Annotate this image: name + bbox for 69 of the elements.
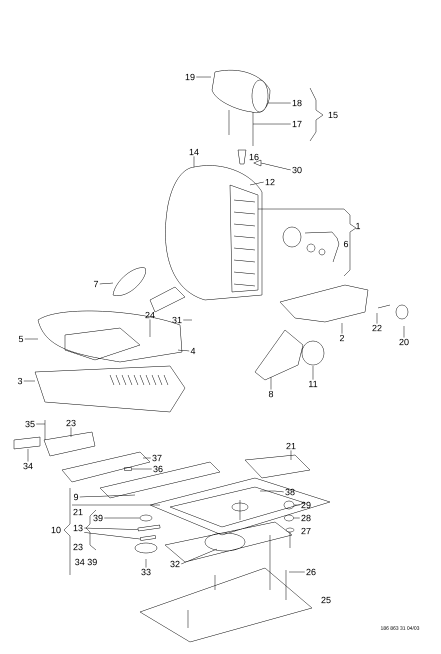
callout-number: 6: [344, 240, 348, 248]
leader-line: [196, 76, 212, 78]
callout-number: 17: [292, 120, 302, 128]
callout-number: 35: [25, 420, 35, 428]
callout-number: 8: [268, 390, 274, 398]
callout-number: 4: [190, 348, 196, 354]
leader-line: [70, 427, 72, 438]
leader-line: [274, 490, 284, 492]
callout-number: 22: [372, 324, 382, 332]
callout-number: 25: [321, 596, 331, 604]
leader-line: [250, 182, 264, 186]
pin: [140, 535, 156, 541]
callout-number: 28: [301, 514, 311, 522]
callout-number: 24: [145, 312, 155, 318]
callout-number: 9: [74, 494, 78, 500]
callout-number: 33: [141, 568, 151, 576]
callout-number: 21: [73, 508, 83, 516]
leader-line: [178, 350, 190, 352]
leader-line: [270, 376, 272, 390]
callout-number: 23: [73, 544, 83, 550]
callout-number: 20: [399, 338, 409, 346]
callout-number: 15: [328, 112, 338, 118]
callout-number: 38: [285, 488, 295, 496]
leader-line: [294, 504, 300, 506]
pin: [138, 524, 160, 532]
callout-number: 14: [190, 148, 199, 156]
callout-number: 19: [186, 74, 195, 80]
leader-line: [24, 338, 38, 340]
callout-number: 11: [309, 380, 318, 388]
leader-line: [181, 548, 218, 564]
callout-number: 16: [250, 154, 259, 160]
callout-number: 13: [74, 524, 83, 532]
nut: [284, 500, 294, 510]
callout-number: 23: [66, 420, 76, 426]
callout-number: 10: [52, 526, 61, 534]
leader-line: [312, 366, 314, 380]
leader-line: [290, 450, 292, 460]
leader-line: [100, 282, 114, 284]
callout-number: 26: [306, 568, 316, 576]
callout-number: 37: [152, 454, 162, 462]
callout-number: 12: [266, 178, 275, 186]
leader-line: [376, 312, 378, 324]
callout-number: 32: [170, 560, 180, 568]
nut: [284, 514, 294, 522]
callout-number: 21: [286, 442, 296, 450]
leader-line: [24, 380, 36, 382]
leader-line: [261, 162, 291, 170]
leader-line: [84, 528, 138, 530]
callout-number: 18: [292, 100, 302, 106]
callout-number: 36: [153, 466, 163, 472]
callout-number: 27: [301, 528, 311, 534]
callout-number: 39: [93, 514, 103, 522]
callout-number: 2: [340, 334, 344, 342]
callout-number: 29: [301, 502, 311, 508]
clip: [254, 160, 262, 166]
callout-number: 5: [18, 336, 24, 342]
callout-number: 7: [94, 280, 98, 288]
leader-line: [84, 532, 141, 540]
callout-number: 34 39: [75, 558, 97, 566]
callout-number: 31: [172, 316, 182, 324]
callout-number: 34: [23, 462, 33, 470]
leader-line: [268, 102, 291, 104]
callout-number: 1: [356, 222, 360, 230]
nut: [140, 514, 152, 522]
leader-line: [80, 494, 136, 498]
callout-number: 3: [18, 378, 22, 384]
callout-number: 30: [292, 166, 302, 174]
leader-line: [132, 468, 152, 470]
pin: [124, 467, 132, 471]
